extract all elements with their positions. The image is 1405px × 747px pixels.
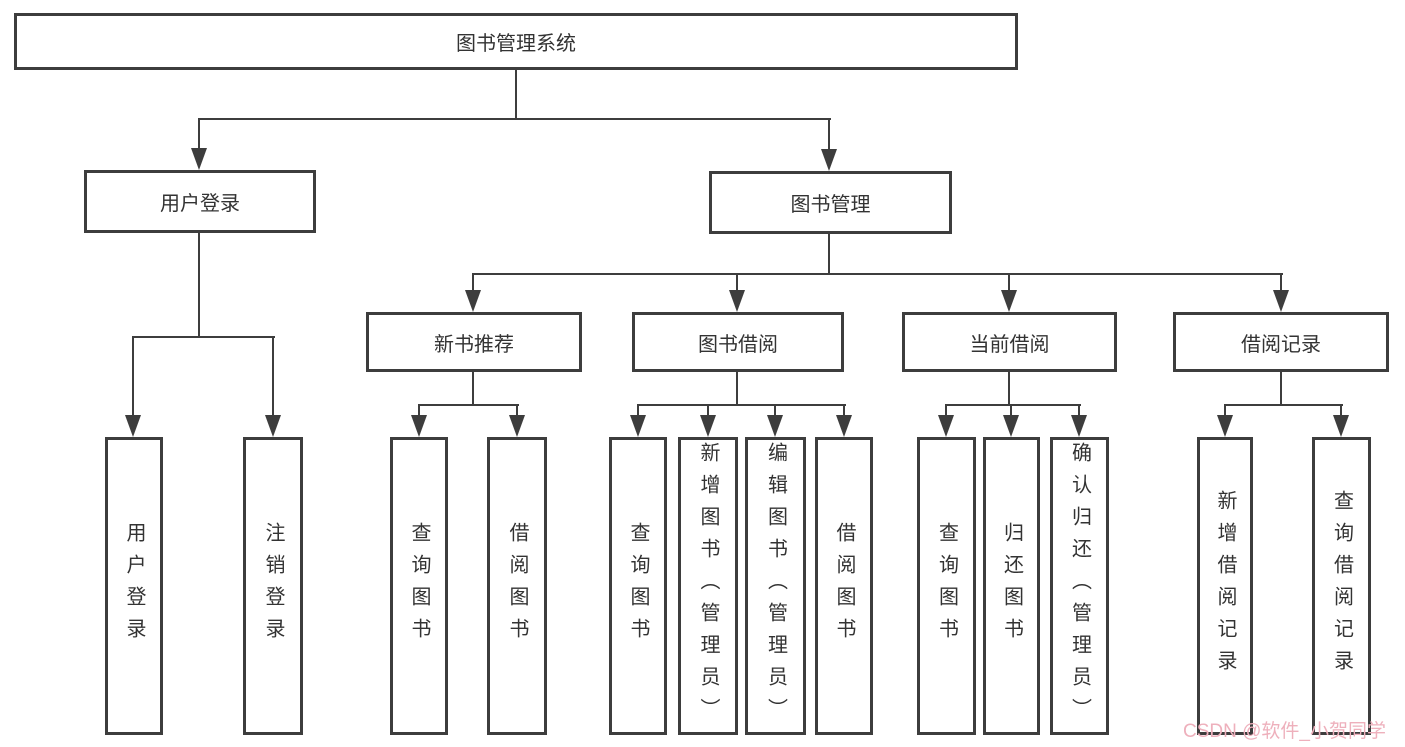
- arrow-down-icon: [265, 415, 281, 437]
- arrow-down-icon: [1001, 290, 1017, 312]
- connector-root-trunk: [515, 70, 517, 119]
- connector-drop-user-login: [198, 118, 200, 150]
- leaf-return-books: 归还图书: [983, 437, 1040, 735]
- arrow-down-icon: [938, 415, 954, 437]
- node-label: 编辑图书（管理员）: [764, 442, 787, 730]
- node-label: 注销登录: [262, 522, 284, 650]
- connector-drop-leaf: [1340, 404, 1342, 417]
- arrow-down-icon: [411, 415, 427, 437]
- connector-section-bar: [945, 404, 1081, 406]
- node-label: 查询图书: [408, 522, 430, 650]
- node-label: 查询图书: [935, 522, 958, 650]
- node-label: 图书借阅: [698, 333, 778, 356]
- node-label: 借阅图书: [506, 522, 528, 650]
- connector-drop-leaf: [637, 404, 639, 417]
- csdn-watermark: CSDN @软件_小贺同学: [1183, 721, 1386, 742]
- leaf-borrow-books-2: 借阅图书: [815, 437, 873, 735]
- arrow-down-icon: [821, 149, 837, 171]
- leaf-confirm-return-admin: 确认归还（管理员）: [1050, 437, 1109, 735]
- leaf-add-borrow-record: 新增借阅记录: [1197, 437, 1253, 735]
- node-label: 图书管理: [790, 194, 871, 216]
- connector-user-login-trunk: [198, 233, 200, 337]
- connector-drop-leaf: [843, 404, 845, 417]
- connector-drop-leaf: [945, 404, 947, 417]
- leaf-query-books-1: 查询图书: [390, 437, 448, 735]
- leaf-user-login: 用户登录: [105, 437, 163, 735]
- node-new-book-recommend: 新书推荐: [366, 312, 582, 372]
- connector-section-trunk: [1280, 372, 1282, 405]
- connector-section-bar: [418, 404, 519, 406]
- connector-section-trunk: [736, 372, 738, 405]
- node-borrow-records: 借阅记录: [1173, 312, 1389, 372]
- node-label: 查询借阅记录: [1330, 490, 1353, 682]
- connector-level2-bar: [198, 118, 831, 120]
- arrow-down-icon: [1273, 290, 1289, 312]
- node-label: 当前借阅: [969, 333, 1050, 356]
- node-book-borrow: 图书借阅: [632, 312, 844, 372]
- connector-drop-leaf: [707, 404, 709, 417]
- arrow-down-icon: [729, 290, 745, 312]
- connector-level3-bar: [472, 273, 1283, 275]
- connector-drop-leaf: [516, 404, 518, 417]
- connector-section-bar: [637, 404, 846, 406]
- node-label: 图书管理系统: [456, 33, 576, 55]
- connector-drop-section: [1280, 273, 1282, 292]
- arrow-down-icon: [1003, 415, 1019, 437]
- arrow-down-icon: [509, 415, 525, 437]
- connector-drop-leaf: [418, 404, 420, 417]
- connector-drop-book-management: [828, 118, 830, 151]
- connector-section-trunk: [472, 372, 474, 405]
- node-label: 借阅记录: [1241, 333, 1321, 356]
- connector-drop-section: [1008, 273, 1010, 292]
- connector-user-login-bar: [132, 336, 275, 338]
- connector-drop-leaf: [132, 336, 134, 417]
- node-label: 确认归还（管理员）: [1068, 442, 1091, 730]
- arrow-down-icon: [191, 148, 207, 170]
- connector-section-bar: [1224, 404, 1343, 406]
- connector-drop-leaf: [774, 404, 776, 417]
- connector-drop-leaf: [1224, 404, 1226, 417]
- node-user-login: 用户登录: [84, 170, 316, 233]
- node-label: 归还图书: [1000, 522, 1023, 650]
- arrow-down-icon: [1071, 415, 1087, 437]
- node-label: 新增借阅记录: [1214, 490, 1236, 682]
- node-label: 借阅图书: [833, 522, 855, 650]
- arrow-down-icon: [1333, 415, 1349, 437]
- leaf-add-books-admin: 新增图书（管理员）: [678, 437, 738, 735]
- leaf-logout: 注销登录: [243, 437, 303, 735]
- connector-drop-leaf: [1010, 404, 1012, 417]
- leaf-borrow-books-1: 借阅图书: [487, 437, 547, 735]
- leaf-edit-books-admin: 编辑图书（管理员）: [745, 437, 806, 735]
- arrow-down-icon: [836, 415, 852, 437]
- node-label: 新增图书（管理员）: [697, 442, 719, 730]
- leaf-query-books-3: 查询图书: [917, 437, 976, 735]
- leaf-query-borrow-record: 查询借阅记录: [1312, 437, 1371, 735]
- arrow-down-icon: [125, 415, 141, 437]
- connector-drop-section: [736, 273, 738, 292]
- connector-section-trunk: [1008, 372, 1010, 405]
- arrow-down-icon: [630, 415, 646, 437]
- leaf-query-books-2: 查询图书: [609, 437, 667, 735]
- arrow-down-icon: [465, 290, 481, 312]
- connector-book-management-trunk: [828, 234, 830, 275]
- connector-drop-leaf: [272, 336, 274, 417]
- node-label: 查询图书: [627, 522, 649, 650]
- arrow-down-icon: [767, 415, 783, 437]
- node-library-system: 图书管理系统: [14, 13, 1018, 70]
- arrow-down-icon: [700, 415, 716, 437]
- node-label: 用户登录: [123, 522, 145, 650]
- connector-drop-leaf: [1078, 404, 1080, 417]
- node-book-management: 图书管理: [709, 171, 952, 234]
- node-label: 新书推荐: [434, 333, 514, 356]
- connector-drop-section: [472, 273, 474, 292]
- node-current-borrow: 当前借阅: [902, 312, 1117, 372]
- arrow-down-icon: [1217, 415, 1233, 437]
- node-label: 用户登录: [160, 193, 240, 215]
